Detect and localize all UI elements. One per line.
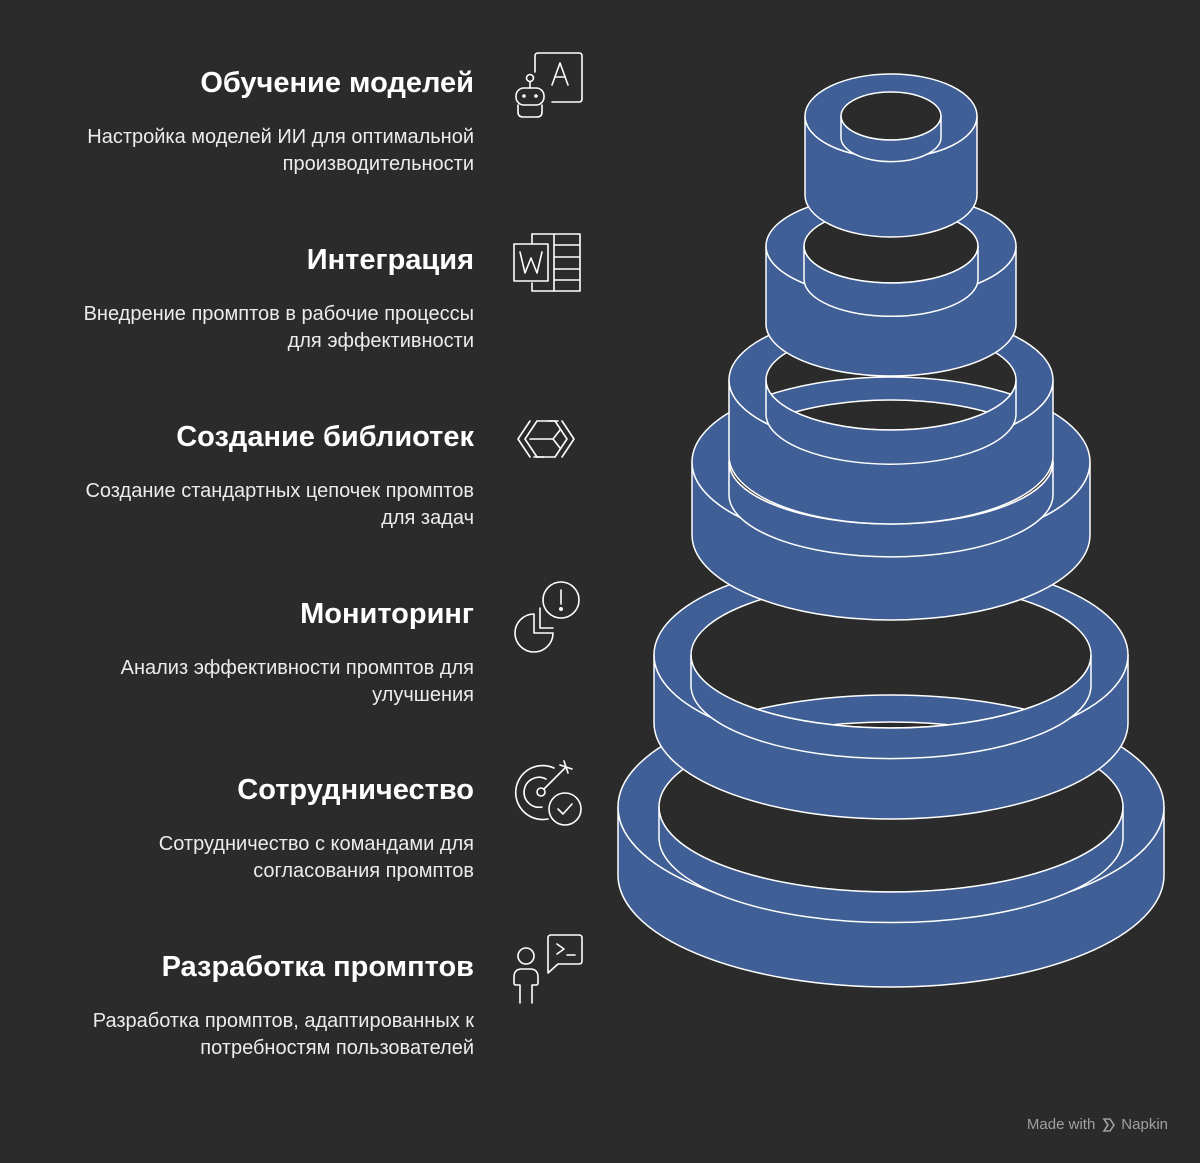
level-4-title: Мониторинг (300, 598, 474, 630)
level-1-description: Настройка моделей ИИ для оптимальной про… (87, 126, 474, 175)
ring-stack-graphic (617, 73, 1165, 988)
level-2-title: Интеграция (306, 244, 474, 276)
level-6-description: Разработка промптов, адаптированных к по… (92, 1010, 474, 1059)
user-terminal-icon (508, 931, 584, 1007)
level-3-text: Создание библиотек Создание стандартных … (0, 420, 474, 532)
napkin-logo-icon (1102, 1117, 1116, 1132)
ai-robot-icon (508, 48, 584, 124)
level-4-description: Анализ эффективности промптов для улучше… (120, 657, 474, 706)
level-5-description: Сотрудничество с командами для согласова… (158, 833, 474, 882)
watermark-made-with: Made with (1026, 1116, 1096, 1133)
level-4-text: Мониторинг Анализ эффективности промптов… (0, 597, 474, 709)
level-5-text: Сотрудничество Сотрудничество с командам… (0, 773, 474, 885)
exchange-arrows-icon (508, 402, 584, 478)
ring-stack (600, 50, 1190, 1110)
level-3-description: Создание стандартных цепочек промптов дл… (85, 480, 474, 529)
target-check-icon (508, 755, 584, 831)
level-2-description: Внедрение промптов в рабочие процессы дл… (83, 303, 474, 352)
level-5-title: Сотрудничество (237, 774, 474, 806)
level-6-text: Разработка промптов Разработка промптов,… (0, 950, 474, 1062)
watermark-brand: Napkin (1101, 1116, 1168, 1133)
ring-6 (617, 694, 1165, 988)
level-2-text: Интеграция Внедрение промптов в рабочие … (0, 243, 474, 355)
watermark: Made with Napkin (1027, 1116, 1168, 1133)
level-3-title: Создание библиотек (176, 421, 474, 453)
level-6-title: Разработка промптов (161, 951, 474, 983)
pie-chart-alert-icon (508, 578, 584, 654)
word-document-icon (508, 225, 584, 301)
ring-1 (804, 73, 978, 238)
level-1-text: Обучение моделей Настройка моделей ИИ дл… (0, 66, 474, 178)
level-1-title: Обучение моделей (200, 67, 474, 99)
ring-5 (653, 558, 1129, 820)
watermark-brand-name: Napkin (1121, 1116, 1168, 1133)
